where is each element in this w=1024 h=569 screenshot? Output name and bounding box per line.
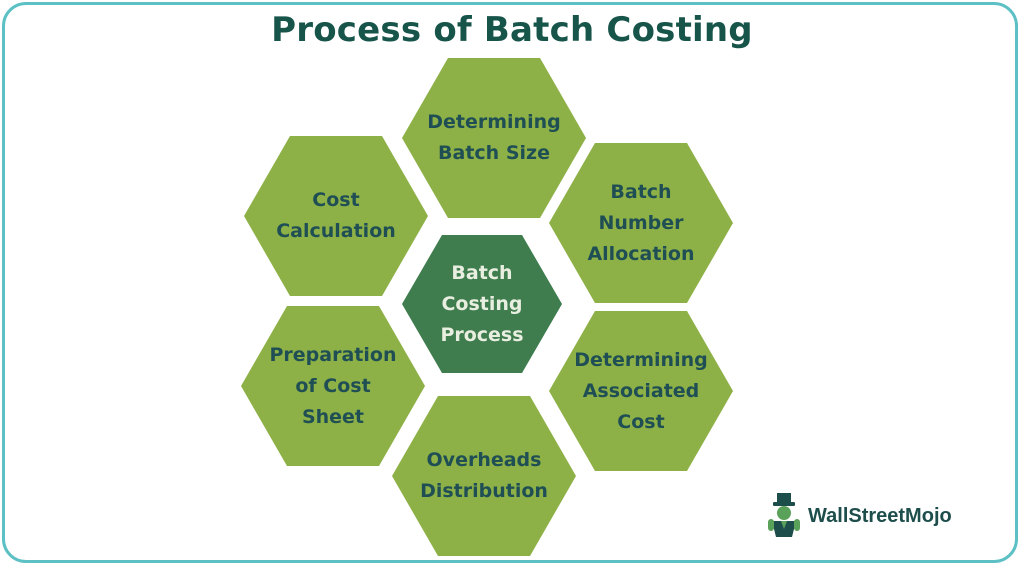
hex-label-determining-batch-size: Determining Batch Size — [427, 111, 561, 164]
hex-label-batch-number-allocation: Batch Number Allocation — [587, 180, 695, 265]
brand-name: WallStreetMojo — [808, 504, 952, 527]
hex-determining-associated-cost: Determining Associated Cost — [549, 311, 733, 471]
outer-frame — [2, 2, 1018, 563]
brand-logo: WallStreetMojo — [766, 493, 952, 539]
page-title: Process of Batch Costing — [271, 10, 753, 50]
hex-label-cost-calculation: Cost Calculation — [276, 189, 396, 242]
hex-label-determining-associated-cost: Determining Associated Cost — [574, 348, 708, 433]
mascot-icon — [768, 493, 800, 537]
center-label: Batch Costing Process — [440, 261, 524, 346]
hex-overheads-distribution: Overheads Distribution — [392, 396, 576, 556]
hex-batch-number-allocation: Batch Number Allocation — [549, 143, 733, 303]
hex-label-preparation-of-cost-sheet: Preparation of Cost Sheet — [269, 343, 397, 428]
hex-label-overheads-distribution: Overheads Distribution — [420, 449, 548, 502]
